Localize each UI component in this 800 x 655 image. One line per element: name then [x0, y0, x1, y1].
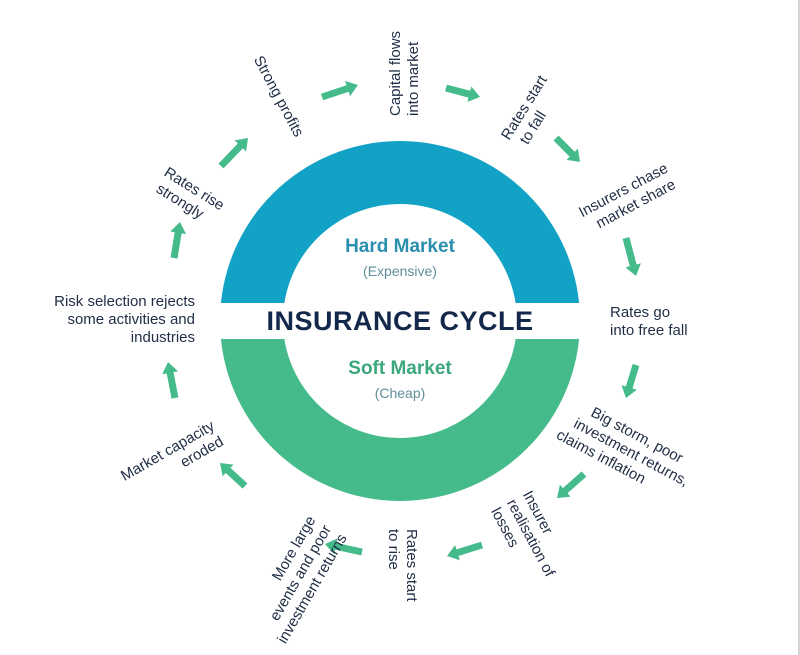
cycle-arrow-icon [445, 84, 480, 102]
step-line: Capital flows [387, 30, 404, 116]
hard-market-title: Hard Market [345, 236, 455, 257]
cycle-arrow-icon [170, 222, 187, 259]
cycle-arrow-icon [320, 80, 358, 101]
step-line: industries [130, 329, 195, 346]
step-line: into free fall [610, 322, 688, 339]
step-label-rates-free-fall: Rates go into free fall [610, 304, 688, 340]
hard-market-subtitle: (Expensive) [363, 263, 437, 279]
step-line: some activities and [67, 311, 195, 328]
cycle-arrow-icon [621, 364, 640, 398]
step-label-rates-start-to-rise: Rates start to rise [384, 529, 420, 602]
divider-band [200, 303, 600, 339]
step-line: Risk selection rejects [54, 293, 195, 310]
step-line: Rates go [610, 304, 671, 321]
cycle-arrow-icon [622, 237, 641, 276]
step-line: Rates start [403, 529, 420, 602]
cycle-arrow-icon [218, 138, 248, 169]
cycle-arrow-icon [162, 362, 179, 399]
cycle-arrow-icon [220, 463, 248, 489]
right-border-line [798, 0, 800, 655]
hard-market-half-ring [220, 141, 580, 321]
step-line: into market [405, 41, 422, 116]
step-line: to rise [385, 529, 402, 570]
diagram-title: INSURANCE CYCLE [266, 306, 534, 336]
cycle-arrow-icon [557, 471, 587, 498]
cycle-arrows [162, 80, 641, 561]
step-label-risk-selection: Risk selection rejects some activities a… [40, 293, 195, 347]
soft-market-subtitle: (Cheap) [374, 385, 426, 401]
cycle-arrow-icon [325, 538, 363, 556]
cycle-arrow-icon [447, 541, 483, 561]
soft-market-half-ring [220, 321, 580, 501]
soft-market-title: Soft Market [348, 358, 452, 379]
cycle-arrow-icon [553, 135, 580, 162]
step-label-capital-flows: Capital flows into market [387, 31, 423, 116]
